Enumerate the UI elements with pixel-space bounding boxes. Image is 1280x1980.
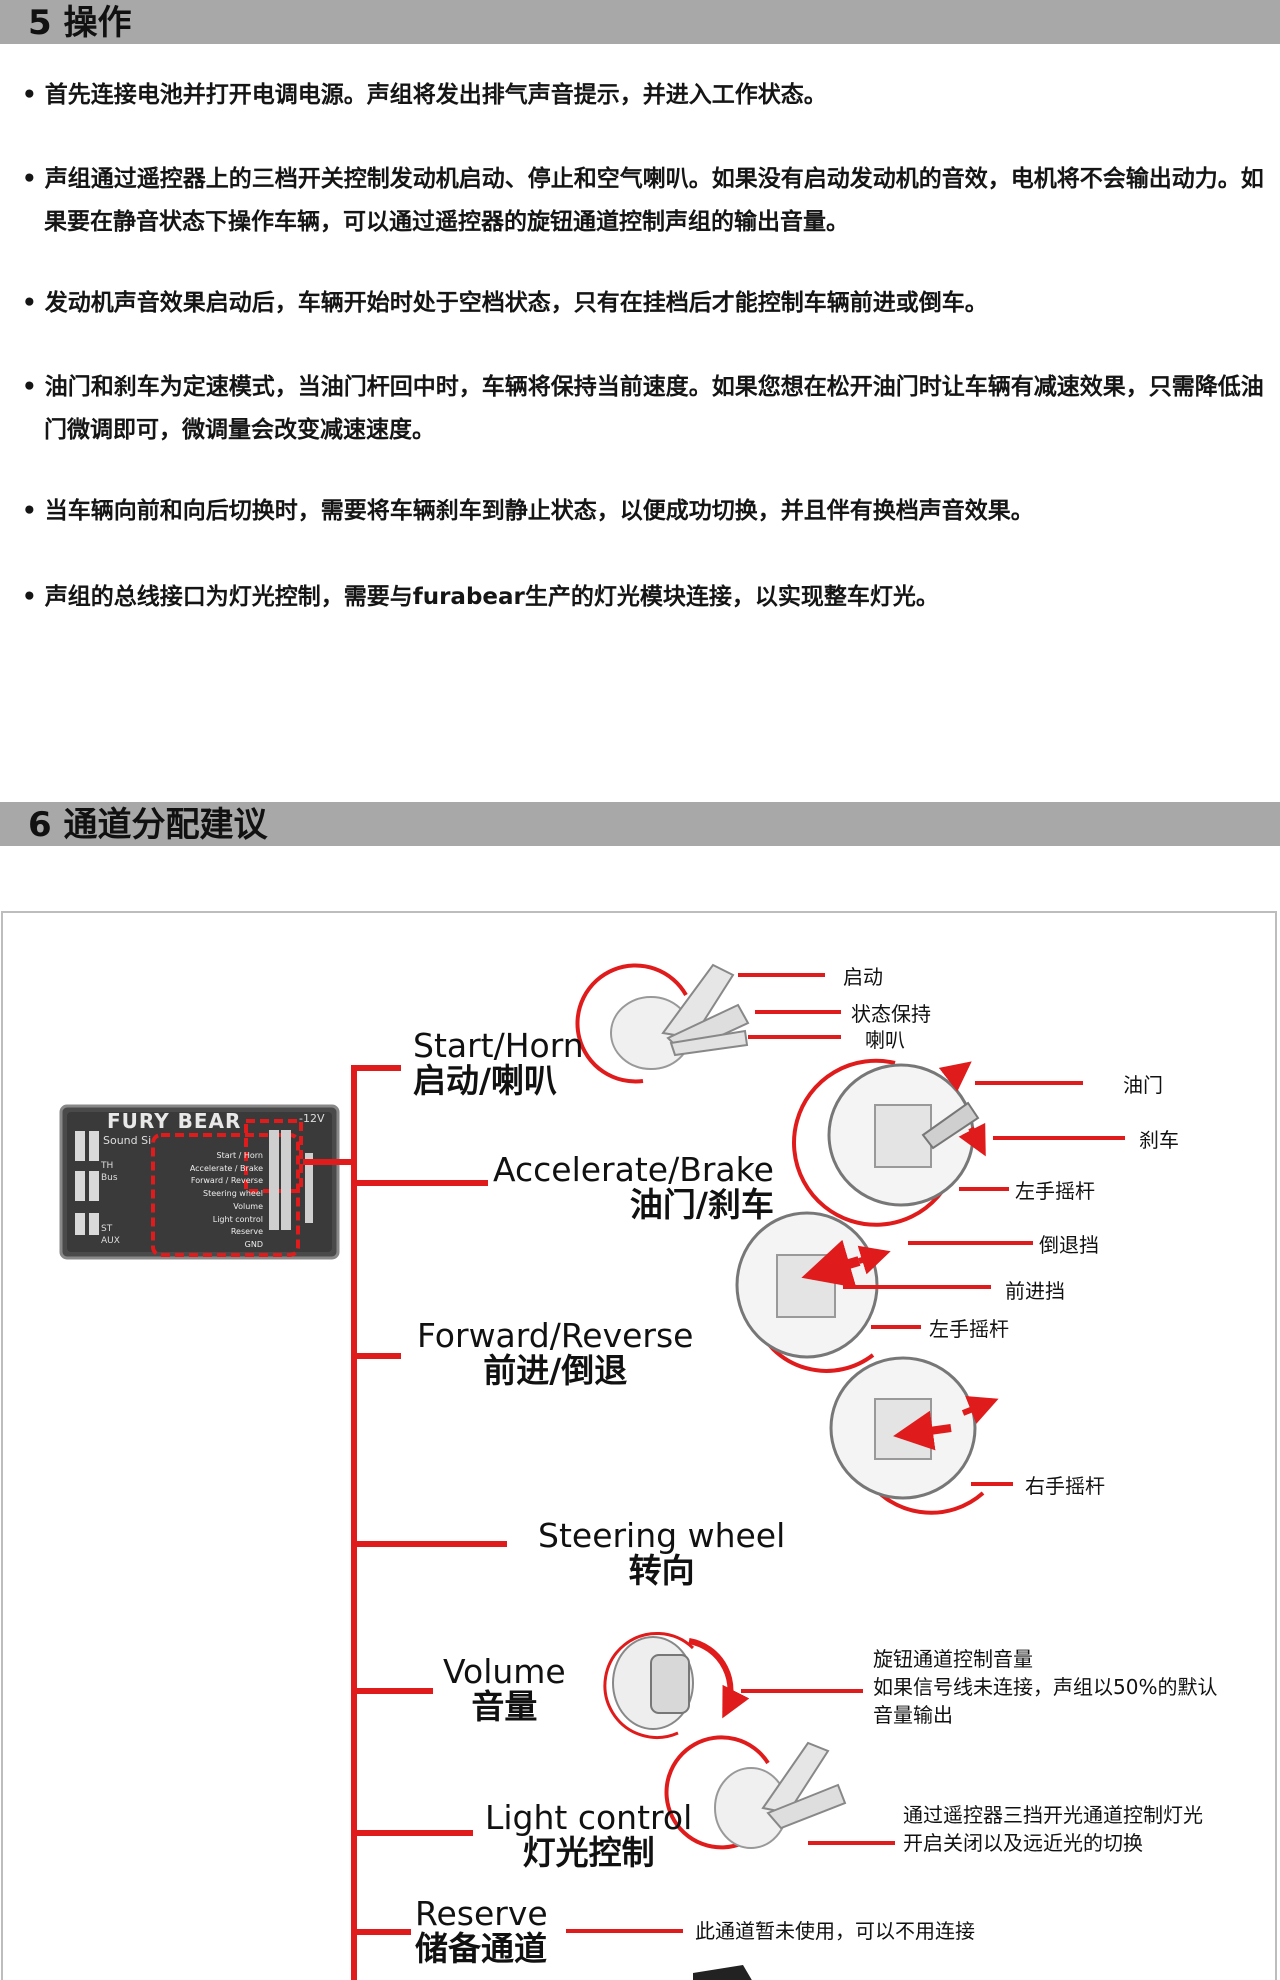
callout-left-stick: 左手摇杆 [1015, 1179, 1095, 1203]
left-stick-throttle-icon [792, 1058, 1125, 1227]
channel-en-label: Volume [443, 1652, 566, 1691]
channel-volume: Volume 音量 [443, 1652, 566, 1726]
channel-zh-label: 转向 [628, 1550, 695, 1590]
partial-device-icon [693, 1965, 752, 1980]
bullet-item: • 声组通过遥控器上的三档开关控制发动机启动、停止和空气喇叭。如果没有启动发动机… [22, 166, 1264, 235]
channel-steering-wheel: Steering wheel 转向 [538, 1516, 786, 1590]
section-5-title: 5 操作 [28, 3, 132, 43]
channel-start-horn: Start/Horn 启动/喇叭 [413, 1026, 584, 1100]
volume-note: 旋钮通道控制音量 如果信号线未连接，声组以50%的默认 音量输出 [873, 1645, 1217, 1729]
channel-zh-label: 储备通道 [415, 1928, 547, 1968]
channel-en-label: Start/Horn [413, 1026, 584, 1065]
note-line: 开启关闭以及远近光的切换 [903, 1831, 1143, 1855]
pin-label: Accelerate / Brake [189, 1163, 263, 1173]
channel-en-label: Light control [485, 1798, 693, 1837]
channel-en-label: Accelerate/Brake [493, 1150, 774, 1189]
bullet-item: • 油门和刹车为定速模式，当油门杆回中时，车辆将保持当前速度。如果您想在松开油门… [22, 374, 1264, 443]
pin-label: Volume [233, 1201, 263, 1211]
callout-forward-gear: 前进挡 [1005, 1279, 1065, 1303]
channel-forward-reverse: Forward/Reverse 前进/倒退 [417, 1316, 694, 1390]
channel-zh-label: 油门/刹车 [629, 1184, 774, 1224]
device-port-label: AUX [101, 1236, 120, 1246]
channel-accelerate-brake: Accelerate/Brake 油门/刹车 [493, 1150, 774, 1224]
pin-label: Start / Horn [216, 1151, 263, 1160]
channel-zh-label: 灯光控制 [522, 1832, 655, 1872]
bullet-item: • 声组的总线接口为灯光控制，需要与furabear生产的灯光模块连接，以实现整… [22, 584, 939, 610]
channel-assignment-diagram: FURY BEAR Sound Si -12V TH Bus ST AUX St… [1, 911, 1277, 1980]
bullet-item: • 当车辆向前和向后切换时，需要将车辆刹车到静止状态，以便成功切换，并且伴有换档… [22, 498, 1034, 524]
note-line: 旋钮通道控制音量 [873, 1647, 1033, 1671]
callout-left-stick: 左手摇杆 [929, 1317, 1009, 1341]
section-6-title: 6 通道分配建议 [28, 805, 268, 845]
channel-zh-label: 音量 [471, 1686, 538, 1726]
volume-knob-icon [603, 1631, 863, 1739]
section-5-header: 5 操作 [0, 0, 1280, 44]
channel-en-label: Forward/Reverse [417, 1316, 694, 1355]
channel-zh-label: 启动/喇叭 [413, 1060, 558, 1100]
callout-start: 启动 [843, 965, 883, 989]
pin-label: Reserve [230, 1227, 263, 1237]
device-brand: FURY BEAR [107, 1109, 242, 1133]
device-port-label: TH [101, 1161, 114, 1171]
note-line: 通过遥控器三挡开光通道控制灯光 [903, 1803, 1203, 1827]
callout-horn: 喇叭 [865, 1028, 905, 1052]
sound-module [59, 1104, 340, 1260]
section-6-header: 6 通道分配建议 [0, 802, 1280, 846]
callout-throttle: 油门 [1123, 1073, 1163, 1097]
device-sub-label: Sound Si [103, 1134, 152, 1147]
right-stick-steering-icon [829, 1356, 1013, 1515]
reserve-note: 此通道暂未使用，可以不用连接 [695, 1919, 975, 1943]
light-switch-icon [664, 1735, 895, 1850]
channel-light-control: Light control 灯光控制 [485, 1798, 693, 1872]
diagram-graphics [59, 963, 1125, 1980]
device-pin-labels: Start / Horn Accelerate / Brake Forward … [163, 1150, 263, 1252]
channel-bracket [303, 1065, 507, 1980]
three-position-switch-icon [575, 963, 841, 1084]
pin-label: GND [244, 1239, 263, 1249]
channel-en-label: Steering wheel [538, 1516, 786, 1555]
note-line: 如果信号线未连接，声组以50%的默认 [873, 1675, 1218, 1699]
device-port-label: Bus [101, 1173, 118, 1183]
left-stick-gear-icon [735, 1211, 1033, 1373]
callout-hold: 状态保持 [851, 1002, 931, 1026]
pin-label: Forward / Reverse [190, 1176, 263, 1186]
pin-label: Steering wheel [203, 1189, 263, 1199]
callout-right-stick: 右手摇杆 [1025, 1474, 1105, 1498]
channel-en-label: Reserve [415, 1894, 548, 1933]
channel-reserve: Reserve 储备通道 [415, 1894, 548, 1968]
callout-brake: 刹车 [1139, 1128, 1179, 1152]
bullet-item: • 发动机声音效果启动后，车辆开始时处于空档状态，只有在挂档后才能控制车辆前进或… [22, 290, 988, 316]
bullet-item: • 首先连接电池并打开电调电源。声组将发出排气声音提示，并进入工作状态。 [22, 82, 827, 108]
pin-label: Light control [212, 1214, 263, 1224]
device-voltage: -12V [299, 1112, 325, 1125]
device-port-label: ST [101, 1224, 113, 1234]
note-line: 音量输出 [873, 1703, 953, 1727]
callout-reverse-gear: 倒退挡 [1039, 1233, 1099, 1257]
light-note: 通过遥控器三挡开光通道控制灯光 开启关闭以及远近光的切换 [903, 1801, 1203, 1857]
channel-zh-label: 前进/倒退 [483, 1350, 628, 1390]
